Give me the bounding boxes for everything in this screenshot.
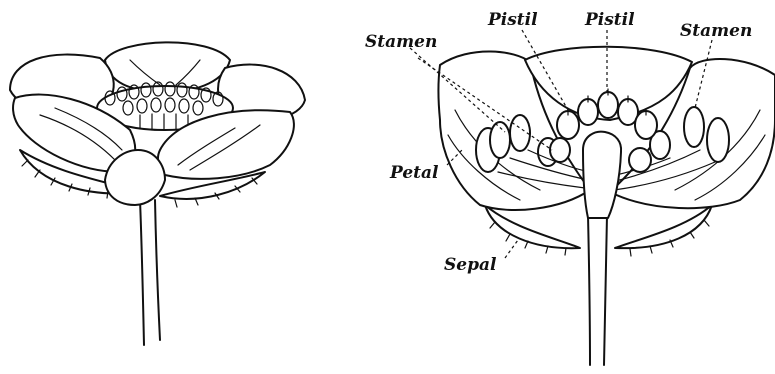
label-stamen-left: Stamen bbox=[365, 32, 437, 52]
label-pistil-right: Pistil bbox=[584, 10, 635, 30]
label-stamen-right: Stamen bbox=[680, 21, 752, 41]
label-sepal: Sepal bbox=[444, 255, 497, 275]
cross-section-sepal-left bbox=[485, 205, 580, 248]
label-petal: Petal bbox=[389, 163, 439, 183]
cross-section-stem bbox=[588, 215, 607, 365]
whole-flower-petal-back-center bbox=[105, 42, 230, 92]
leader-sepal bbox=[505, 240, 518, 258]
flower-cross-section-illustration bbox=[439, 47, 775, 365]
cross-section-sepal-right bbox=[615, 205, 712, 248]
cross-section-receptacle bbox=[583, 132, 621, 218]
whole-flower-stem bbox=[140, 200, 160, 345]
label-pistil-left: Pistil bbox=[487, 10, 538, 30]
whole-flower-illustration bbox=[10, 42, 305, 345]
